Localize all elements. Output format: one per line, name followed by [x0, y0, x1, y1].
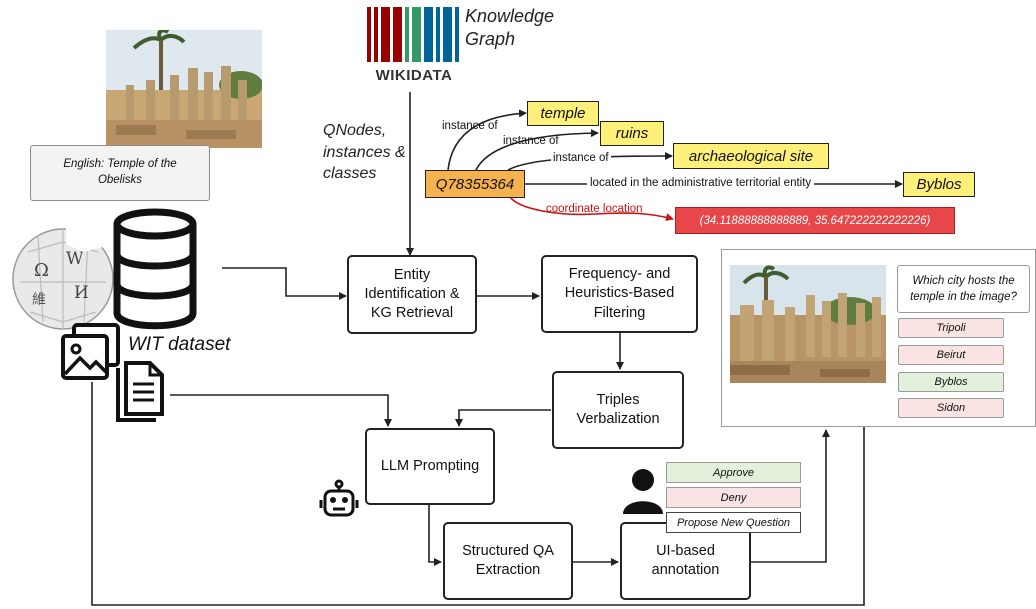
kg-root-node: Q78355364	[425, 170, 525, 198]
llm-prompting-label: LLM Prompting	[380, 457, 480, 474]
wikidata-logo: WIKIDATA	[367, 7, 463, 87]
ui-annotation-label: UI-based annotation	[651, 542, 720, 578]
wikidata-wordmark: WIKIDATA	[375, 67, 453, 84]
temple-photo-top	[106, 30, 262, 148]
qa-question: Which city hosts the temple in the image…	[897, 265, 1030, 313]
answer-option-sidon[interactable]: Sidon	[898, 398, 1004, 418]
answer-option-byblos[interactable]: Byblos	[898, 372, 1004, 392]
propose-new-question-option[interactable]: Propose New Question	[666, 512, 801, 533]
kg-node-ruins: ruins	[600, 121, 664, 146]
kg-node-byblos: Byblos	[903, 172, 975, 197]
document-icon	[108, 360, 168, 426]
user-icon	[622, 467, 664, 515]
edge-label-instance-of-1: instance of	[442, 120, 498, 132]
edge-label-located-in: located in the administrative territoria…	[587, 177, 815, 189]
kg-title: Knowledge Graph	[465, 6, 555, 49]
photo-icon	[106, 30, 262, 148]
robot-icon	[318, 478, 360, 520]
svg-text:W: W	[66, 249, 84, 269]
svg-text:И: И	[74, 283, 89, 303]
entity-identification-label: Entity Identification & KG Retrieval	[364, 266, 460, 322]
answer-option-tripoli[interactable]: Tripoli	[898, 318, 1004, 338]
structured-qa-label: Structured QA Extraction	[462, 542, 554, 578]
llm-prompting-box: LLM Prompting	[365, 428, 495, 505]
photo-caption: English: Temple of the Obelisks	[30, 145, 210, 201]
qnodes-label: QNodes, instances & classes	[323, 122, 406, 183]
image-icon	[60, 322, 122, 382]
wit-dataset-label: WIT dataset	[128, 334, 231, 355]
ui-annotation-box: UI-based annotation	[620, 522, 751, 600]
svg-text:維: 維	[32, 292, 46, 308]
structured-qa-box: Structured QA Extraction	[443, 522, 573, 600]
edge-label-coordinate-location: coordinate location	[546, 203, 643, 215]
filtering-box: Frequency- and Heuristics-Based Filterin…	[541, 255, 698, 333]
kg-node-temple: temple	[527, 101, 599, 126]
verbalization-label: Triples Verbalization	[576, 391, 660, 427]
deny-option[interactable]: Deny	[666, 487, 801, 508]
edge-label-instance-of-3: instance of	[551, 152, 611, 164]
database-icon	[110, 208, 200, 333]
kg-node-coordinates: (34.11888888888889, 35.647222222222226)	[675, 207, 955, 234]
photo-icon	[730, 265, 886, 383]
verbalization-box: Triples Verbalization	[552, 371, 684, 449]
kg-node-archaeological-site: archaeological site	[673, 143, 829, 169]
filtering-label: Frequency- and Heuristics-Based Filterin…	[564, 266, 675, 321]
approve-option[interactable]: Approve	[666, 462, 801, 483]
temple-photo-qa	[730, 265, 886, 383]
answer-option-beirut[interactable]: Beirut	[898, 345, 1004, 365]
wikipedia-globe-icon: Ω W И 維	[8, 222, 120, 337]
svg-text:Ω: Ω	[34, 260, 49, 281]
entity-identification-box: Entity Identification & KG Retrieval	[347, 255, 477, 334]
edge-label-instance-of-2: instance of	[503, 135, 559, 147]
